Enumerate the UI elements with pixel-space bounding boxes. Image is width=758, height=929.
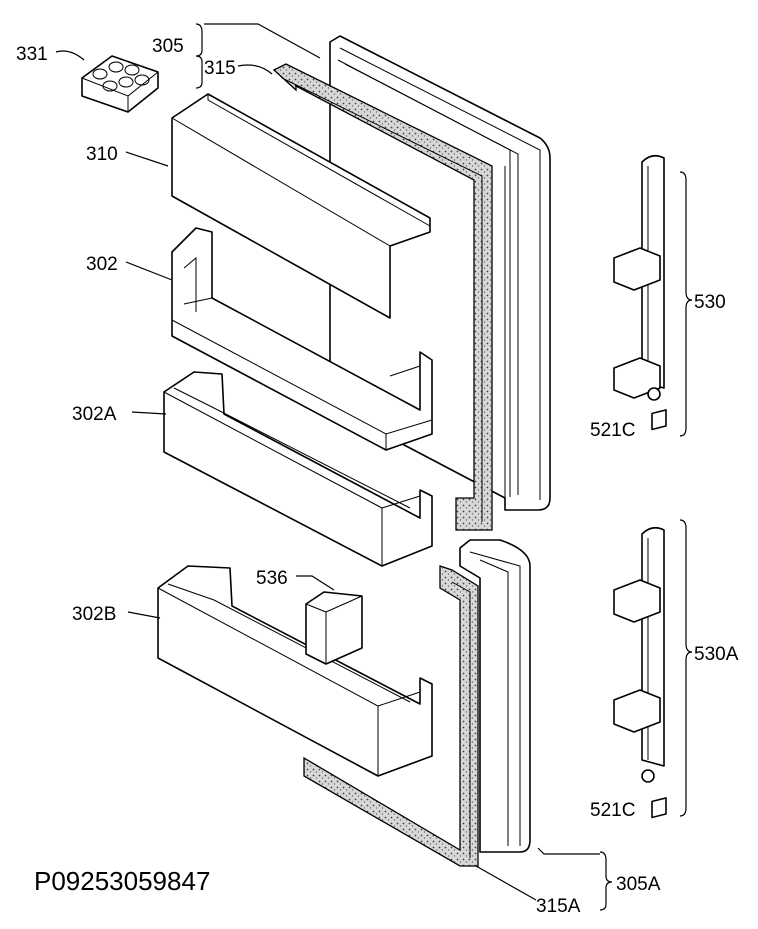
callout-302A: 302A <box>72 404 117 425</box>
callout-521c-lower: 521C <box>590 800 635 821</box>
door-shelf-302 <box>171 227 433 451</box>
clip-536 <box>305 591 363 665</box>
callout-305: 305 <box>152 36 184 57</box>
lower-gasket-315A <box>303 565 479 867</box>
callout-310: 310 <box>86 144 118 165</box>
part-521c-upper <box>651 409 667 431</box>
callout-530A: 530A <box>694 644 739 665</box>
reference-code: P09253059847 <box>34 866 210 896</box>
bracket-530 <box>679 171 693 437</box>
callout-536: 536 <box>256 568 288 589</box>
shelf-lid-310 <box>171 93 431 319</box>
hinge-rail-530A <box>613 526 665 783</box>
leader-lines <box>55 23 600 901</box>
bracket-530A <box>679 519 693 817</box>
callout-305A: 305A <box>616 874 661 895</box>
upper-gasket-315 <box>272 63 493 531</box>
part-521c-lower <box>651 797 667 819</box>
egg-tray-331 <box>81 55 159 113</box>
door-shelf-302A <box>163 371 433 567</box>
callout-530: 530 <box>694 292 726 313</box>
lower-door-305A <box>459 539 531 853</box>
callout-302: 302 <box>86 254 118 275</box>
callout-315A: 315A <box>536 896 581 917</box>
hinge-rail-530 <box>613 154 665 401</box>
callout-521c-upper: 521C <box>590 420 635 441</box>
callout-315: 315 <box>204 58 236 79</box>
bracket-305A <box>599 851 613 911</box>
callout-331: 331 <box>16 44 48 65</box>
door-shelf-302B <box>157 565 433 777</box>
bracket-305-305 <box>195 23 203 89</box>
callout-302B: 302B <box>72 604 116 625</box>
